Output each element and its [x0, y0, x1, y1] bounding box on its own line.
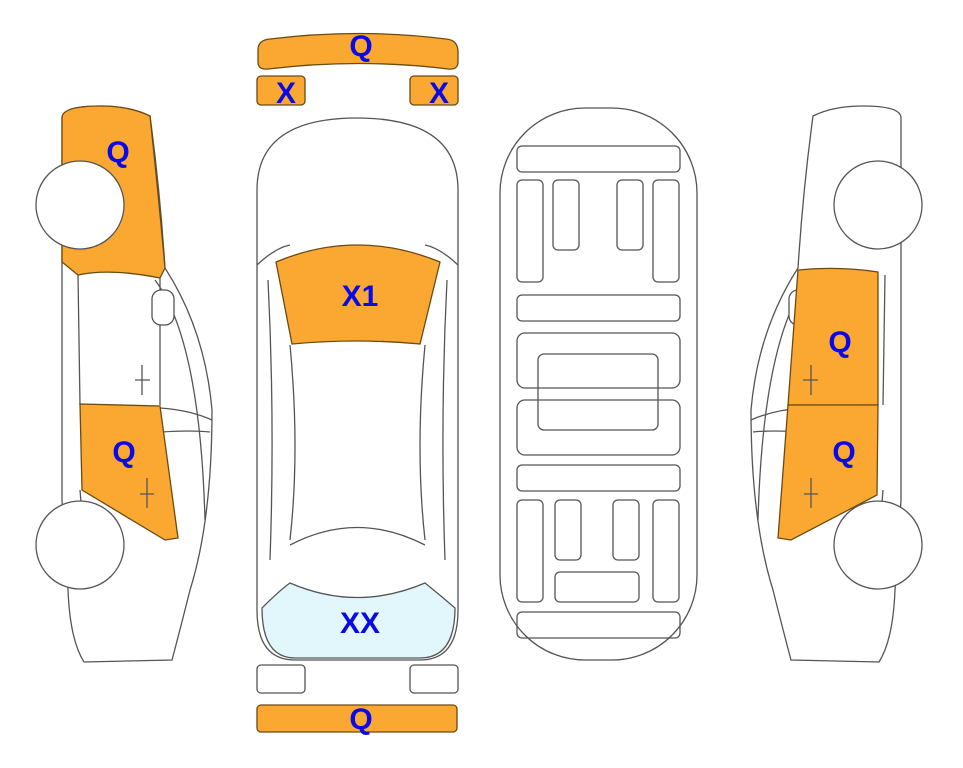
headlight-right-label: X — [429, 77, 449, 110]
left-rear-door-panel[interactable] — [79, 403, 179, 541]
rear-window-label: XX — [340, 607, 380, 640]
headlight-right[interactable] — [409, 75, 459, 106]
rear-bumper[interactable] — [256, 704, 458, 733]
headlight-left-label: X — [276, 77, 296, 110]
rear-bumper-label: Q — [349, 703, 372, 736]
right-front-door-label: Q — [828, 326, 851, 359]
right-side-view: Q Q — [750, 105, 923, 663]
left-front-wheel — [35, 160, 125, 250]
right-rear-door-label: Q — [832, 436, 855, 469]
front-bumper-label: Q — [349, 30, 372, 63]
top-view: Q X X X1 XX Q — [256, 30, 459, 736]
windshield-label: X1 — [342, 280, 379, 313]
underbody-view — [499, 107, 698, 661]
headlight-left[interactable] — [256, 75, 306, 106]
left-rear-wheel — [35, 500, 125, 590]
underbody-outline — [499, 107, 698, 661]
taillight-right — [409, 664, 459, 694]
left-side-view: Q Q — [35, 105, 213, 663]
top-body-outline — [256, 117, 459, 661]
windshield[interactable] — [275, 244, 441, 345]
right-rear-door-panel[interactable] — [777, 404, 879, 541]
taillight-left — [256, 664, 306, 694]
rear-window[interactable] — [261, 582, 456, 659]
left-rear-door-label: Q — [112, 436, 135, 469]
left-hood-label: Q — [106, 136, 129, 169]
front-bumper[interactable] — [257, 32, 459, 70]
left-mirror — [151, 289, 175, 326]
